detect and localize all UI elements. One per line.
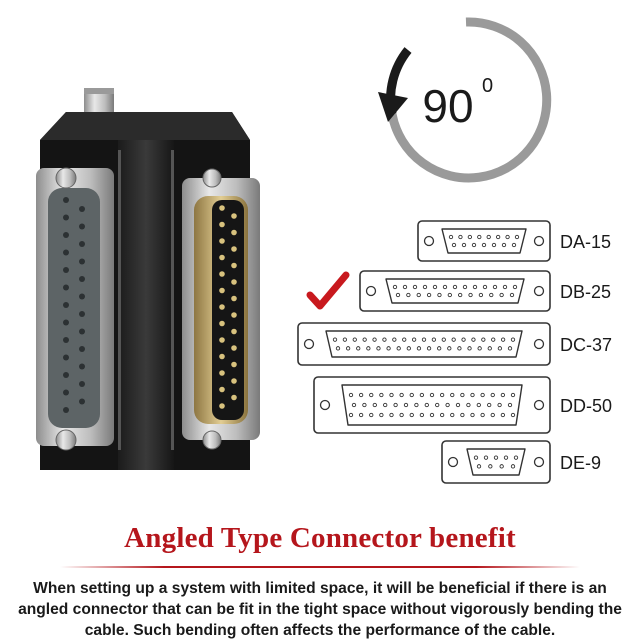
connector-de-9: DE-9 [441, 440, 601, 484]
connector-label: DC-37 [560, 335, 612, 355]
check-mark-icon [306, 271, 350, 310]
connector-label: DB-25 [560, 282, 611, 302]
page-title: Angled Type Connector benefit [124, 522, 516, 554]
benefit-description: When setting up a system with limited sp… [18, 580, 622, 639]
connector-pins [348, 392, 516, 418]
connector-dc-37: DC-37 [297, 322, 612, 366]
connector-da-15: DA-15 [417, 220, 611, 262]
connector-label: DE-9 [560, 453, 601, 473]
female-port-left [36, 167, 114, 451]
rotation-unit: 0 [482, 75, 493, 97]
connector-pins [473, 455, 519, 469]
connector-pins [448, 234, 520, 248]
connector-dd-50: DD-50 [313, 376, 612, 434]
connector-pins [332, 337, 516, 351]
arrow-head-icon [378, 92, 408, 122]
title-divider [60, 566, 580, 568]
product-illustration [36, 88, 260, 470]
connector-db-25: DB-25 [359, 270, 611, 312]
rotation-angle: 90 [422, 80, 473, 132]
rotation-90-icon: 90 0 [378, 17, 552, 183]
thumbscrew-top [84, 88, 114, 118]
connector-label: DD-50 [560, 396, 612, 416]
connector-label: DA-15 [560, 232, 611, 252]
connector-pins [392, 284, 518, 298]
male-port-right [182, 168, 260, 450]
